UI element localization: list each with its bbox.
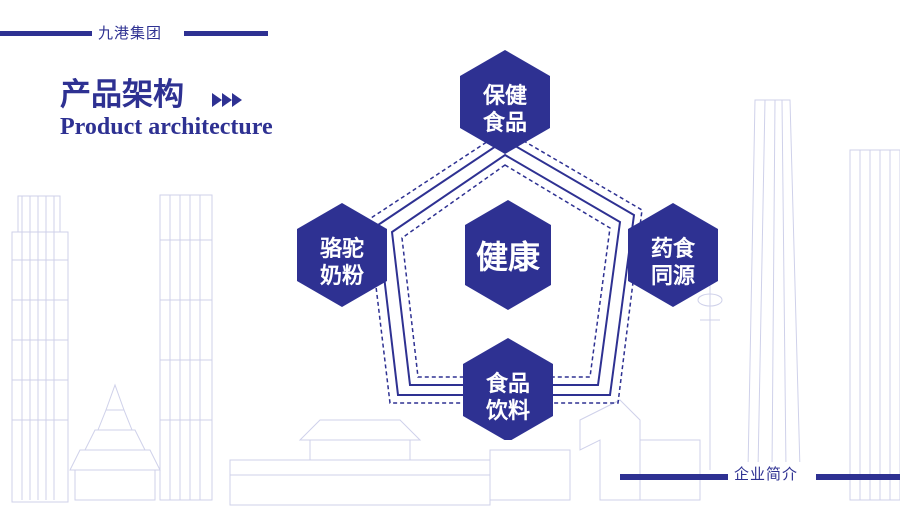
header-rule-right — [184, 31, 268, 36]
hexagon-right-line2: 同源 — [651, 264, 695, 289]
center-label: 健康 — [476, 238, 541, 276]
footer-label-backdrop — [728, 462, 816, 488]
hexagon-right-line1: 药食 — [651, 236, 696, 262]
page-title-cn: 产品架构 — [60, 77, 184, 113]
hexagon-bottom: 食品 饮料 — [463, 338, 553, 440]
hexagon-right: 药食 同源 — [628, 203, 718, 307]
hexagon-bottom-line2: 饮料 — [485, 399, 530, 424]
hexagon-bottom-line1: 食品 — [486, 371, 530, 397]
hexagon-top: 保健 食品 — [460, 50, 550, 154]
hexagon-left-line1: 骆驼 — [320, 236, 364, 262]
section-label: 企业简介 — [734, 465, 799, 483]
hexagon-left: 骆驼 奶粉 — [297, 203, 387, 307]
hexagon-left-line2: 奶粉 — [320, 263, 364, 289]
hexagon-top-line2: 食品 — [483, 110, 527, 136]
center-hexagon: 健康 — [465, 200, 551, 310]
header-rule-left — [0, 31, 92, 36]
pentagon-dashed-outer — [367, 129, 643, 404]
hexagon-top-line1: 保健 — [482, 83, 527, 109]
company-name: 九港集团 — [98, 24, 163, 42]
product-architecture-diagram: 健康 保健 食品 骆驼 奶粉 药食 同源 食品 饮料 — [297, 50, 718, 440]
triple-arrow-icon — [212, 93, 242, 107]
page-title-en: Product architecture — [60, 114, 273, 140]
